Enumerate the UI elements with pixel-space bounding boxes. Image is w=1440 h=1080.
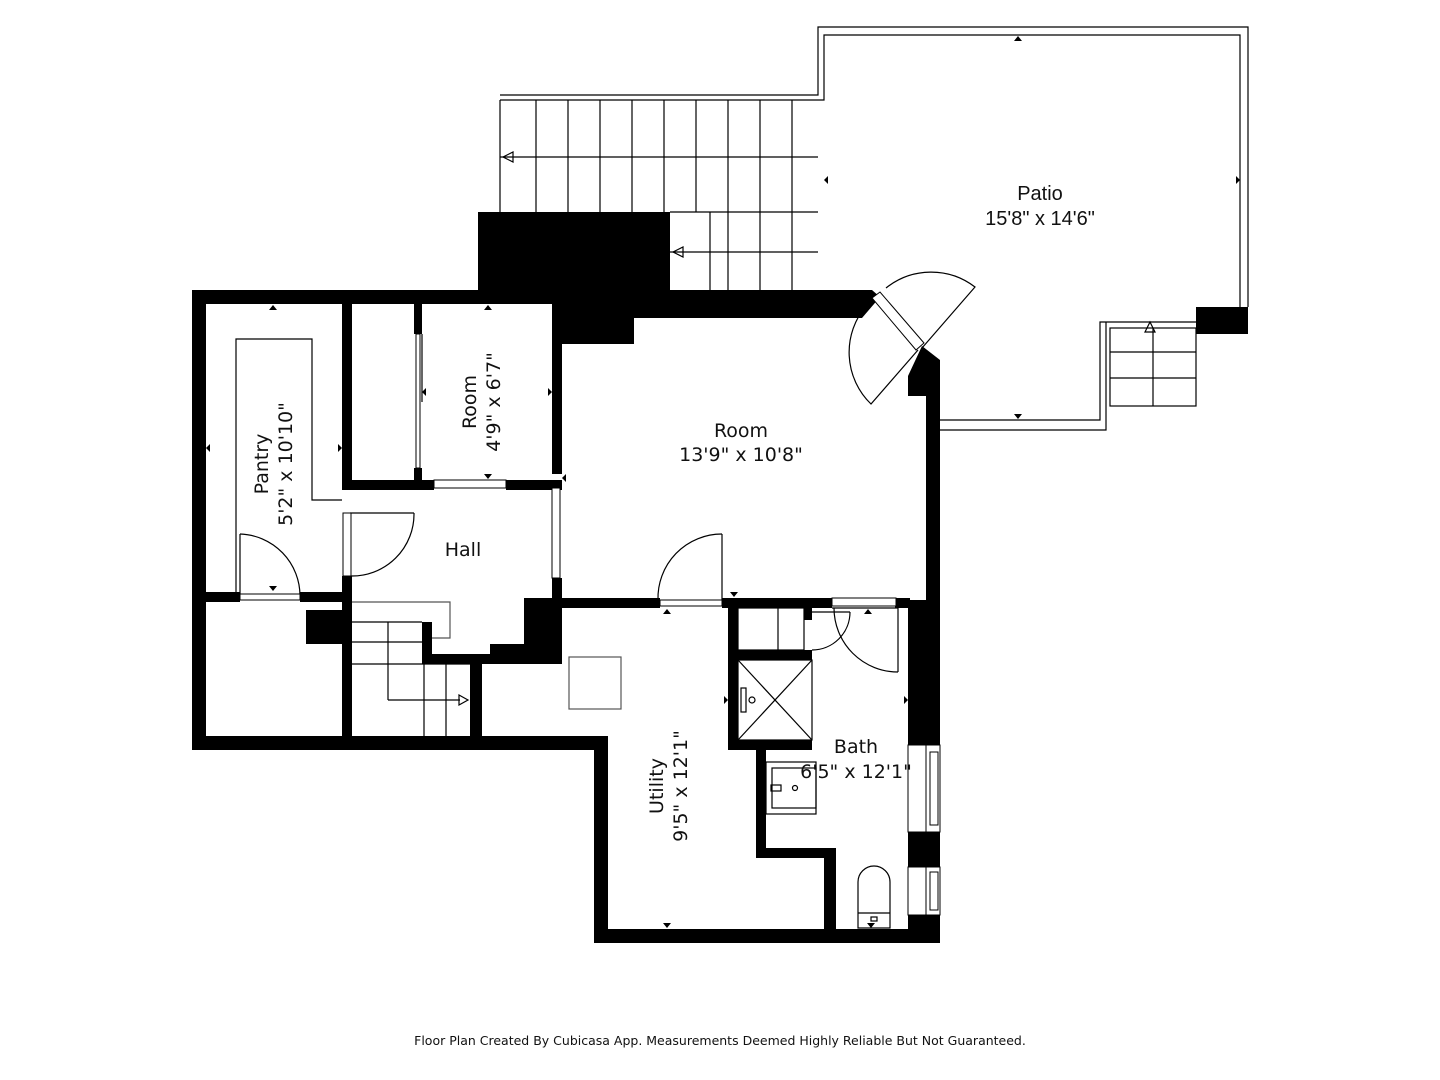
disclaimer-footer: Floor Plan Created By Cubicasa App. Meas… [414,1033,1026,1048]
patio-outline [500,26,1249,431]
room-label-small: Room 4'9" x 6'7" [459,352,505,452]
stairs-direction-arrow [458,693,470,707]
dimension-markers [206,36,1240,928]
patio-stairs-upper [499,100,818,292]
windows [907,744,941,916]
room-dimensions: 5'2" x 10'10" [275,402,297,526]
pantry-shelf [235,338,342,592]
walls [192,212,940,943]
room-dimensions: 13'9" x 10'8" [679,444,803,466]
room-dimensions: 15'8" x 14'6" [985,208,1095,230]
stairs-direction-arrow [501,151,514,163]
room-dimensions: 4'9" x 6'7" [483,352,505,452]
doors [239,271,976,673]
toilet [857,865,891,929]
utility-fixture [568,656,622,710]
room-dimensions: 9'5" x 12'1" [670,730,692,842]
stairs-direction-arrow [671,246,684,258]
room-name: Pantry [251,434,273,495]
room-name: Patio [1017,183,1063,205]
room-dimensions: 6'5" x 12'1" [800,761,912,783]
bath-fixtures [737,607,891,929]
room-name: Hall [445,539,482,561]
room-label-bath: Bath 6'5" x 12'1" [800,736,912,783]
shower [737,659,813,741]
room-name: Bath [834,736,878,758]
shower-valve [740,687,747,713]
patio-stairs-lower [1109,320,1197,407]
room-label-hall: Hall [445,539,482,561]
room-name: Room [714,420,768,442]
room-label-patio: Patio 15'8" x 14'6" [985,183,1095,230]
room-label-utility: Utility 9'5" x 12'1" [646,730,692,842]
room-name: Room [459,375,481,429]
room-name: Utility [646,758,668,814]
stairs-direction-arrow [1144,320,1156,333]
room-label-pantry: Pantry 5'2" x 10'10" [251,402,297,526]
room-label-main: Room 13'9" x 10'8" [679,420,803,466]
patio-post [1196,307,1248,334]
hall-stairs [352,601,470,736]
